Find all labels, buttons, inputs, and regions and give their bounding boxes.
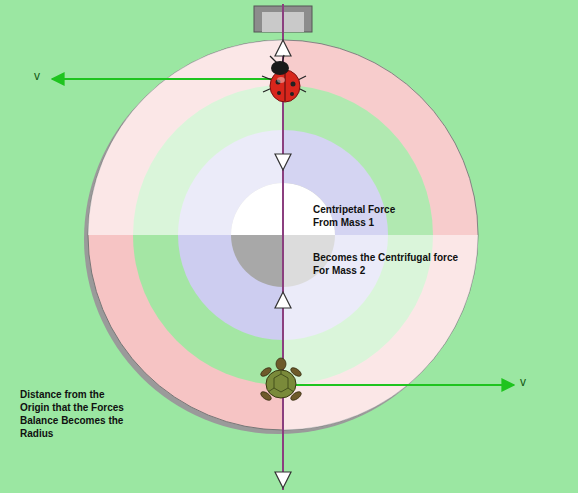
force-note: Becomes the Centrifugal force For Mass 2 bbox=[313, 251, 471, 277]
ladybug bbox=[262, 55, 306, 102]
velocity-label: v bbox=[34, 70, 50, 83]
light-quadrant bbox=[283, 235, 478, 430]
velocity-arrow bbox=[290, 384, 514, 386]
turtle bbox=[259, 358, 302, 402]
velocity-arrow bbox=[52, 78, 283, 80]
radius-note: Distance from the Origin that the Forces… bbox=[20, 388, 128, 440]
force-note: Centripetal Force From Mass 1 bbox=[313, 203, 413, 229]
force-arrowheads bbox=[275, 40, 291, 488]
velocity-label: v bbox=[520, 376, 536, 389]
